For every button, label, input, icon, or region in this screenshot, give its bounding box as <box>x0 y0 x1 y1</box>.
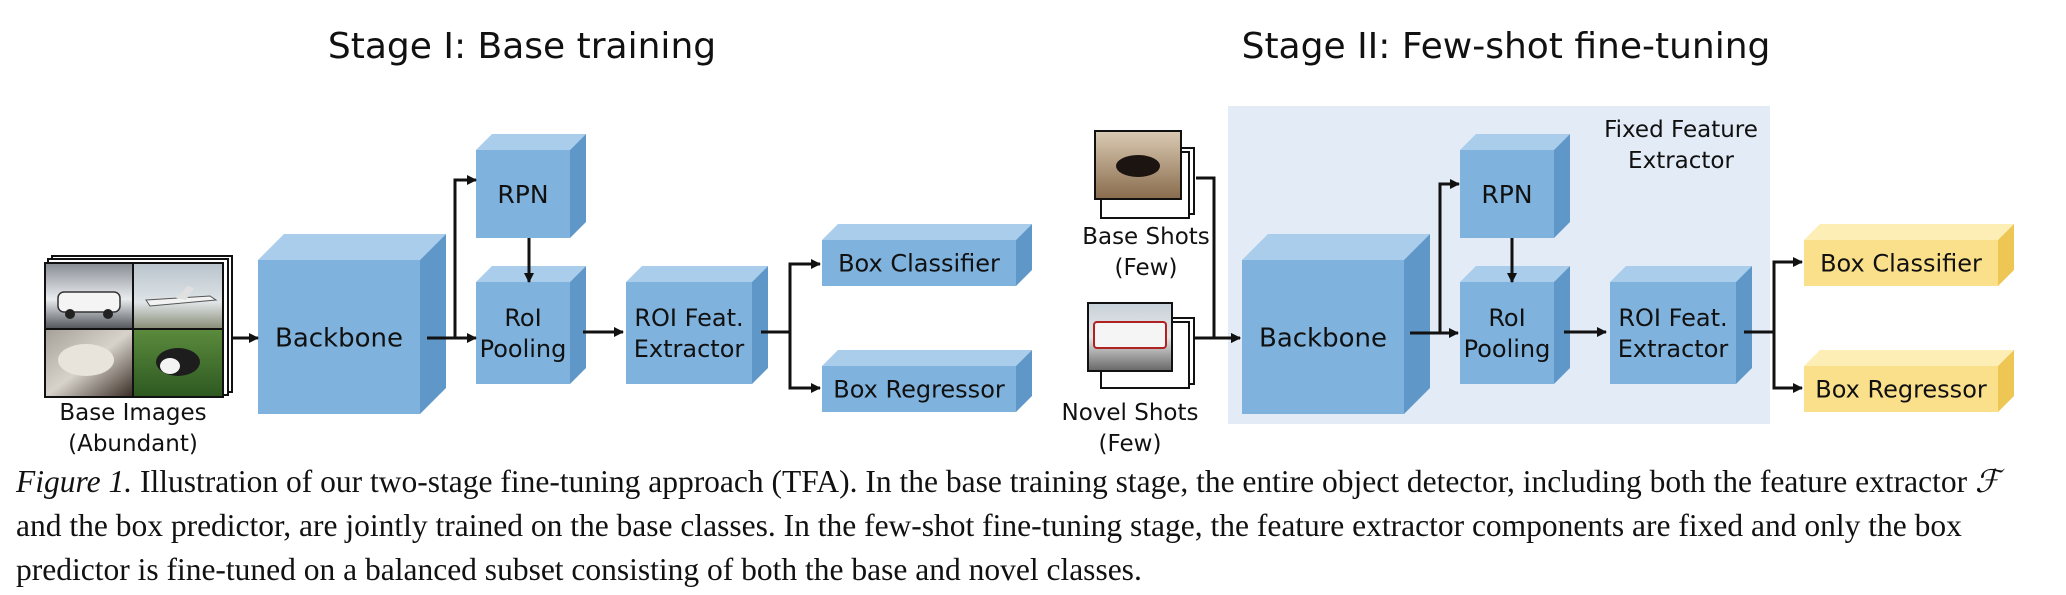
base-images-label-line2: (Abundant) <box>68 431 198 457</box>
airplane-thumbnail <box>134 264 222 328</box>
box-classifier-block-2: Box Classifier <box>1804 224 2014 286</box>
connection-arrows <box>232 175 1803 393</box>
arrow-to-box-regressor-2 <box>1772 332 1803 393</box>
figure-caption: Figure 1. Illustration of our two-stage … <box>16 460 2046 592</box>
backbone-block-2-label-1: Backbone <box>1259 323 1387 353</box>
rpn-block-1: RPN <box>476 134 586 238</box>
feature-extractor-symbol: ℱ <box>1974 464 2000 500</box>
roi-feat-block-1-label-1: ROI Feat. <box>634 304 743 332</box>
roi-feat-block-1: ROI Feat. Extractor <box>626 266 768 384</box>
base-images-stack <box>44 255 233 398</box>
roi-pooling-block-1: RoI Pooling <box>476 266 586 384</box>
base-shots-label-line1: Base Shots <box>1082 224 1210 250</box>
arrow-to-box-classifier-2 <box>1772 257 1803 332</box>
roi-pooling-block-1-label-1: RoI <box>504 304 541 332</box>
backbone-block-1-label-1: Backbone <box>275 323 403 353</box>
arrow-to-box-regressor-1 <box>788 332 821 393</box>
arrow-backbone-to-rpn-2 <box>1438 179 1460 333</box>
fixed-feature-label-line2: Extractor <box>1628 148 1734 174</box>
base-images-label-line1: Base Images <box>59 400 206 426</box>
figure-label: Figure 1. <box>16 464 133 499</box>
fixed-feature-label-line1: Fixed Feature <box>1604 117 1758 143</box>
stage1-title: Stage I: Base training <box>328 26 716 67</box>
backbone-block-1: Backbone <box>258 234 446 414</box>
rpn-block-2: RPN <box>1460 134 1570 238</box>
box-classifier-block-1-label-1: Box Classifier <box>838 250 1000 278</box>
base-shots-label-line2: (Few) <box>1115 255 1178 281</box>
novel-shots-label-line1: Novel Shots <box>1062 400 1199 426</box>
box-classifier-block-2-label-1: Box Classifier <box>1820 250 1982 278</box>
box-regressor-block-2-label-1: Box Regressor <box>1815 376 1987 404</box>
stage2-title: Stage II: Few-shot fine-tuning <box>1242 26 1771 67</box>
backbone-block-2: Backbone <box>1242 234 1430 414</box>
caption-text-part1: Illustration of our two-stage fine-tunin… <box>132 464 1975 499</box>
roi-feat-block-2-label-1: ROI Feat. <box>1618 304 1727 332</box>
car-thumbnail <box>46 264 132 328</box>
roi-feat-block-1-label-2: Extractor <box>634 335 745 363</box>
roi-pooling-block-2-label-1: RoI <box>1488 304 1525 332</box>
box-regressor-block-2: Box Regressor <box>1804 350 2014 412</box>
arrow-to-box-classifier-1 <box>788 259 821 332</box>
rpn-block-1-label-1: RPN <box>497 180 548 209</box>
cat-thumbnail <box>46 330 132 396</box>
roi-pooling-block-2-label-2: Pooling <box>1464 335 1551 363</box>
roi-feat-block-2: ROI Feat. Extractor <box>1610 266 1752 384</box>
box-regressor-block-1: Box Regressor <box>822 350 1032 412</box>
novel-shots-label-line2: (Few) <box>1099 431 1162 457</box>
dog-thumbnail <box>134 330 222 396</box>
caption-text-part2: and the box predictor, are jointly train… <box>16 508 1962 587</box>
roi-feat-block-2-label-2: Extractor <box>1618 335 1729 363</box>
novel-shots-stack <box>1087 302 1195 389</box>
box-regressor-block-1-label-1: Box Regressor <box>833 376 1005 404</box>
arrow-backbone-to-rpn <box>453 175 477 338</box>
base-shots-stack <box>1094 130 1195 219</box>
box-classifier-block-1: Box Classifier <box>822 224 1032 286</box>
rpn-block-2-label-1: RPN <box>1481 180 1532 209</box>
roi-pooling-block-1-label-2: Pooling <box>480 335 567 363</box>
roi-pooling-block-2: RoI Pooling <box>1460 266 1570 384</box>
